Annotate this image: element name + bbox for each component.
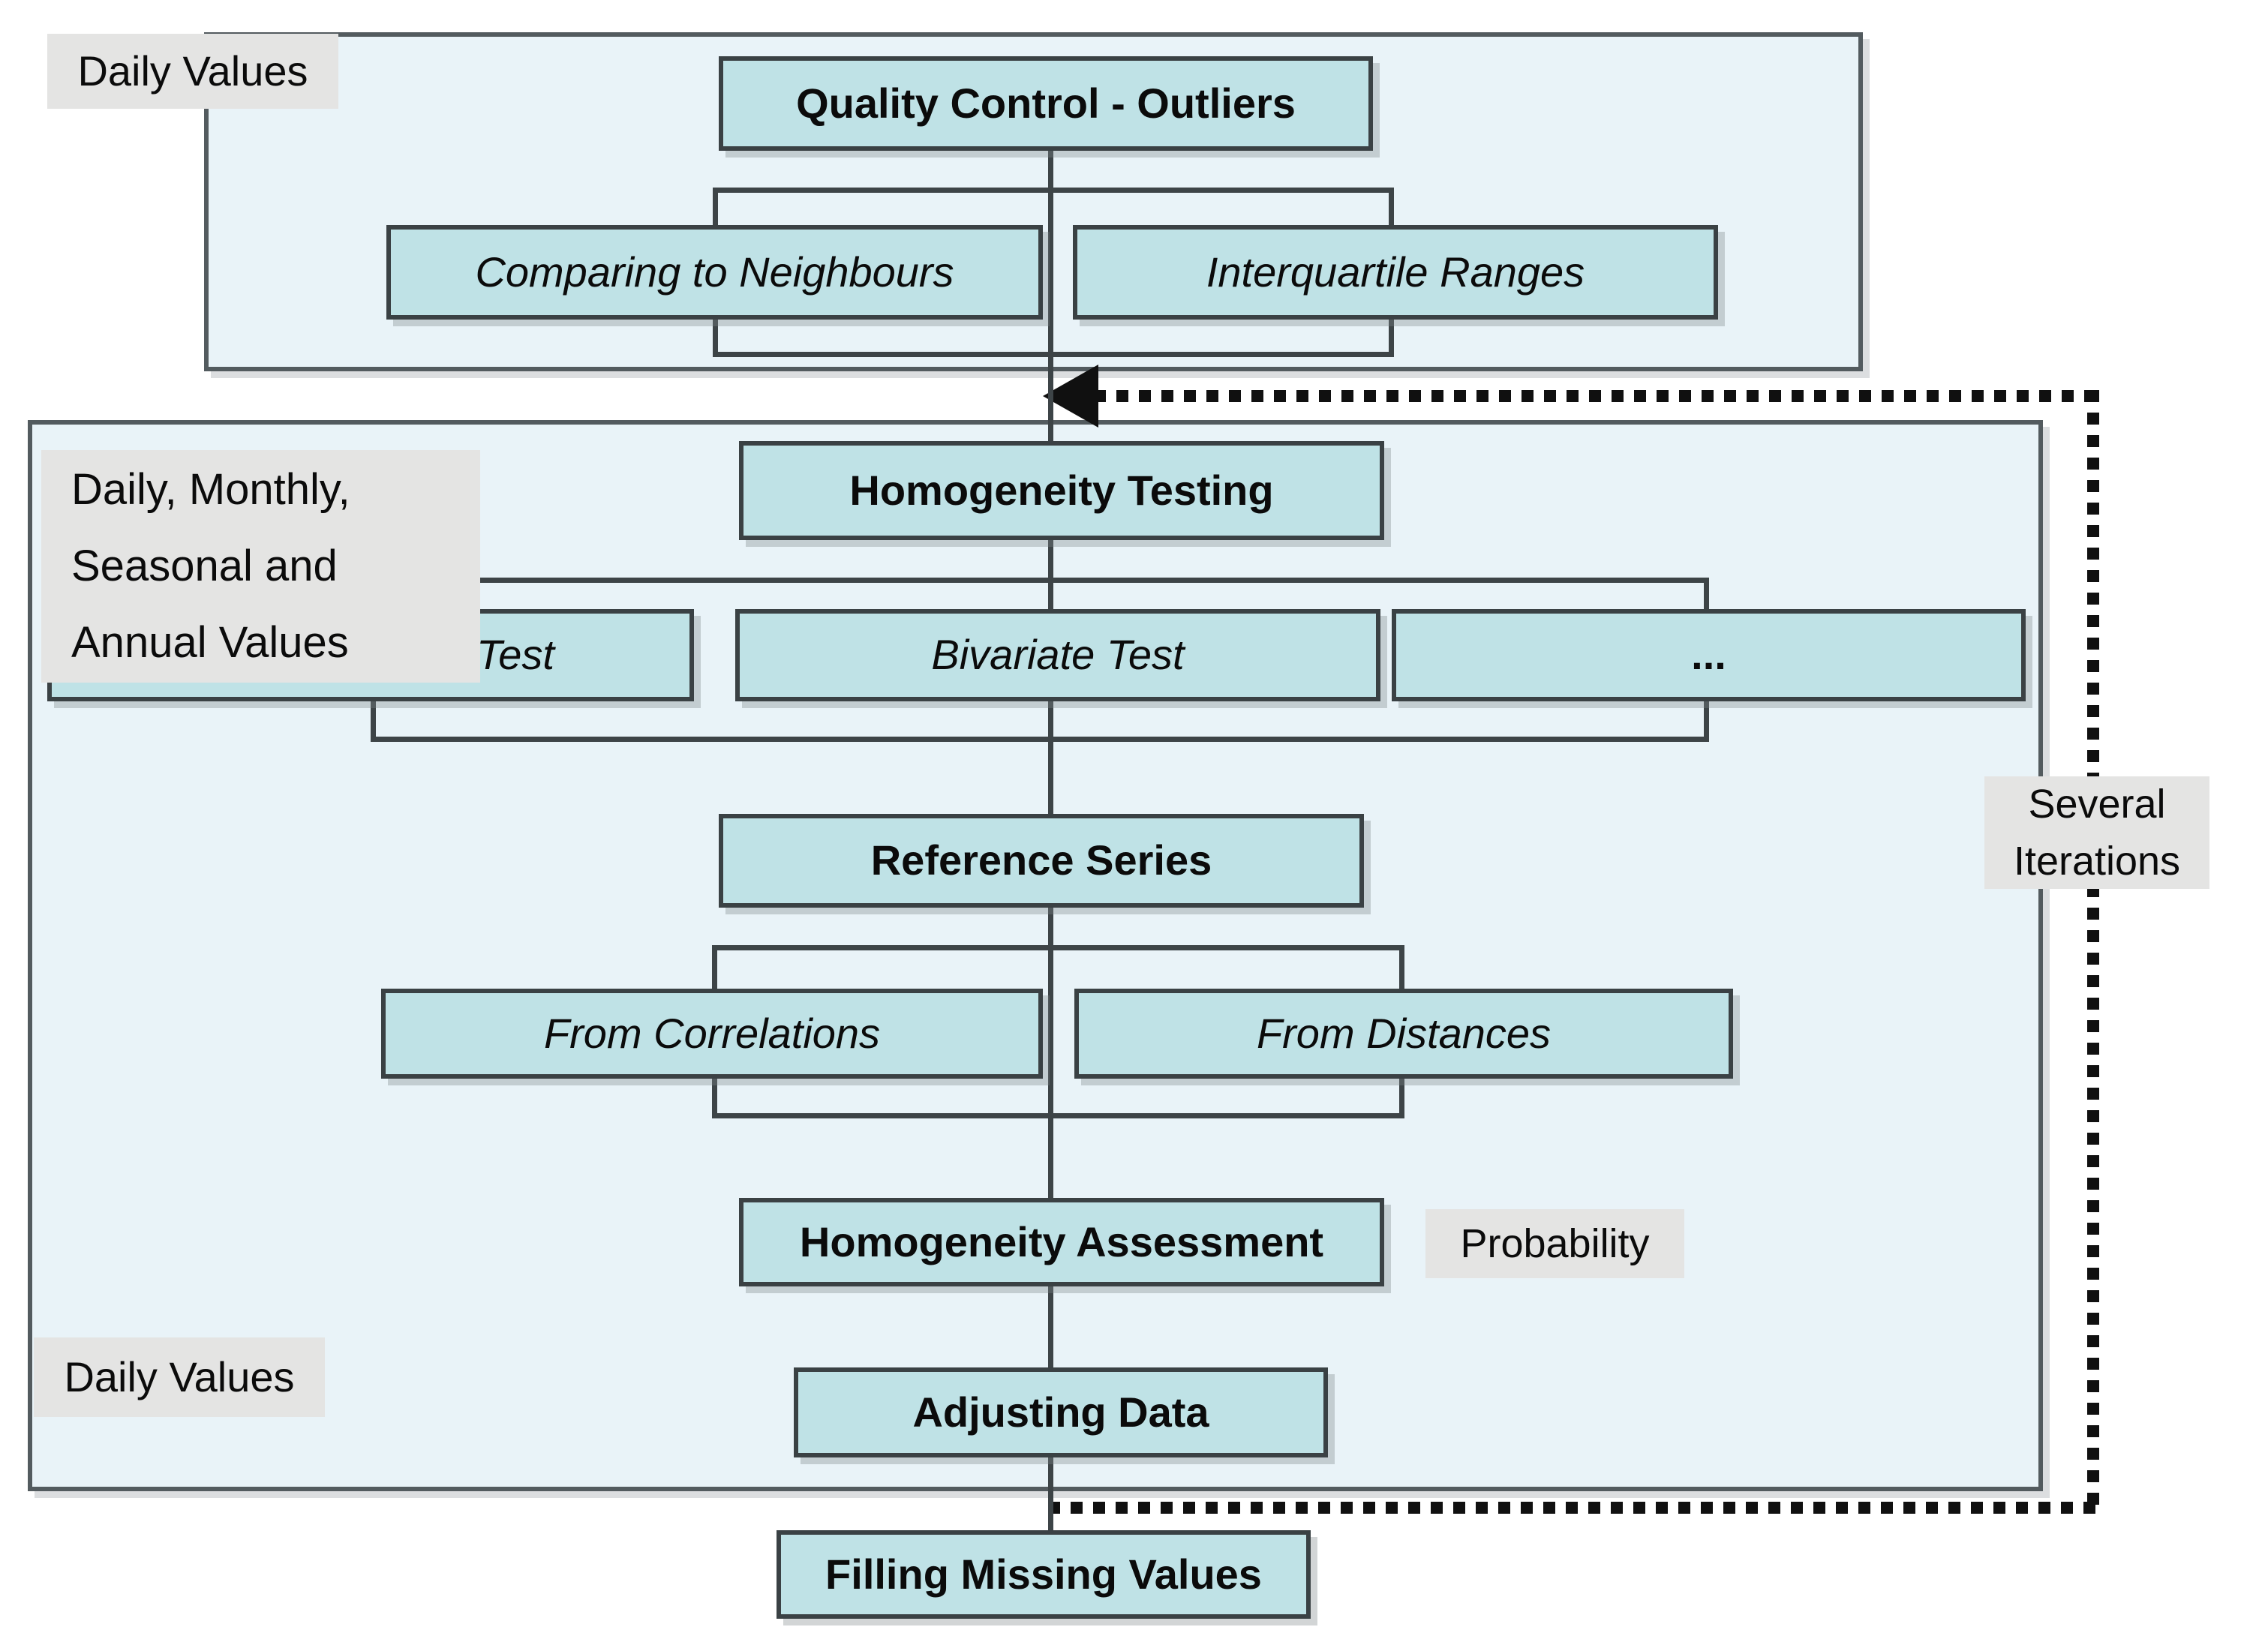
label-daily-values-top: Daily Values: [47, 34, 338, 109]
connector-reference-to-assessment: [1048, 906, 1053, 1200]
label-probability: Probability: [1425, 1209, 1684, 1278]
node-label: Homogeneity Testing: [849, 466, 1274, 514]
connector-assessment-to-adjusting: [1048, 1285, 1053, 1369]
node-bivariate-test: Bivariate Test: [735, 609, 1380, 701]
label-text: Daily Values: [64, 1353, 295, 1401]
connector-qc-to-homogeneity-testing: [1048, 150, 1053, 443]
node-reference-series: Reference Series: [719, 814, 1364, 908]
node-label: From Correlations: [543, 1009, 881, 1057]
node-adjusting-data: Adjusting Data: [794, 1367, 1328, 1457]
connector-adjusting-to-filling: [1048, 1456, 1053, 1532]
iteration-loop-bottom-line: [1048, 1502, 2099, 1514]
node-label: Reference Series: [870, 836, 1212, 884]
node-label: Bivariate Test: [931, 631, 1185, 679]
label-daily-monthly-seasonal-annual: Daily, Monthly, Seasonal and Annual Valu…: [41, 450, 480, 683]
node-label: Quality Control - Outliers: [796, 79, 1296, 127]
node-quality-control-outliers: Quality Control - Outliers: [719, 56, 1373, 151]
node-from-distances: From Distances: [1074, 989, 1733, 1079]
label-text: Daily, Monthly, Seasonal and Annual Valu…: [71, 465, 350, 667]
node-interquartile-ranges: Interquartile Ranges: [1073, 225, 1718, 320]
node-filling-missing-values: Filling Missing Values: [777, 1530, 1311, 1619]
node-label: Homogeneity Assessment: [799, 1217, 1324, 1265]
node-label: Comparing to Neighbours: [475, 248, 954, 296]
label-text: Several Iterations: [2013, 782, 2181, 884]
node-label: Interquartile Ranges: [1206, 248, 1585, 296]
label-text: Daily Values: [77, 47, 308, 95]
iteration-loop-top-line: [1094, 390, 2099, 402]
iteration-loop-right-line: [2087, 390, 2099, 1514]
label-several-iterations: Several Iterations: [1984, 776, 2209, 889]
node-more-tests-ellipsis: ...: [1392, 609, 2026, 701]
node-homogeneity-assessment: Homogeneity Assessment: [739, 1198, 1384, 1286]
node-label: Adjusting Data: [912, 1388, 1209, 1436]
node-label: ...: [1691, 631, 1726, 679]
label-text: Probability: [1460, 1220, 1650, 1266]
label-daily-values-bottom: Daily Values: [34, 1337, 325, 1417]
node-from-correlations: From Correlations: [381, 989, 1043, 1079]
node-label: From Distances: [1256, 1009, 1552, 1057]
node-homogeneity-testing: Homogeneity Testing: [739, 441, 1384, 540]
node-comparing-to-neighbours: Comparing to Neighbours: [386, 225, 1043, 320]
node-label: Filling Missing Values: [825, 1550, 1262, 1598]
